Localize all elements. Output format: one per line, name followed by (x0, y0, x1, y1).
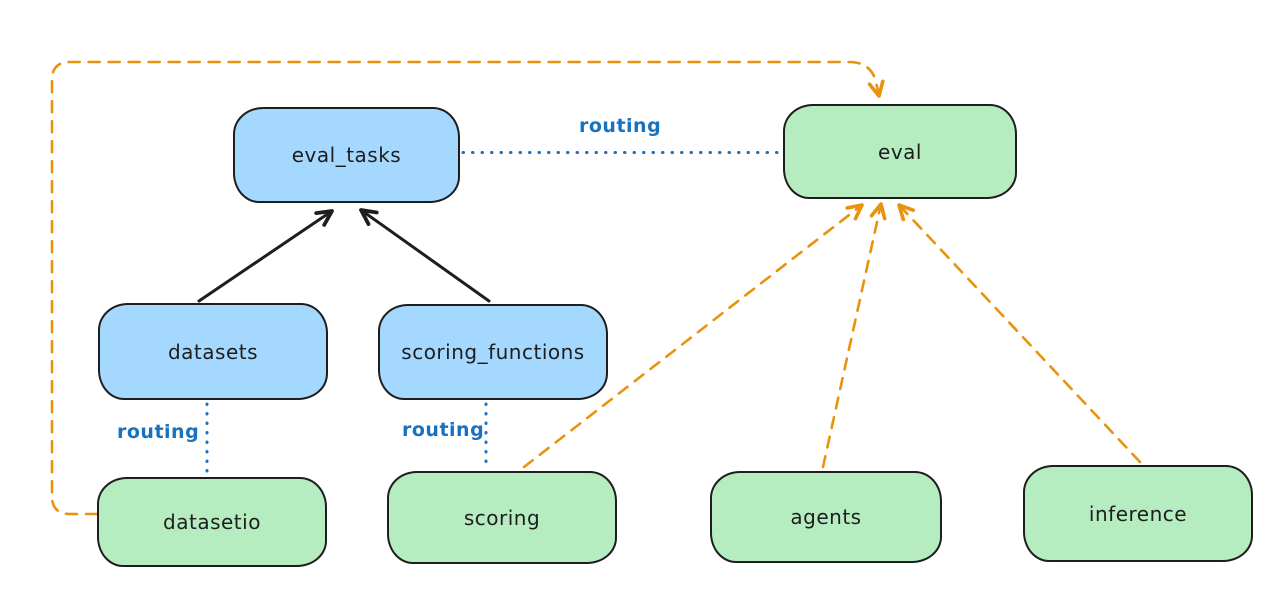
node-inference: inference (1023, 465, 1253, 562)
node-datasets-label: datasets (167, 339, 259, 364)
edge-scoring-functions-to-eval-tasks (359, 208, 491, 303)
node-eval-tasks-label: eval_tasks (291, 143, 402, 167)
routing-label-datasets-datasetio: routing (117, 421, 200, 443)
node-datasetio: datasetio (97, 477, 327, 567)
node-eval: eval (783, 104, 1017, 199)
node-scoring-label: scoring (463, 505, 541, 530)
edge-datasets-to-eval-tasks (197, 209, 334, 303)
edge-agents-to-eval (821, 202, 887, 469)
edge-datasetio-to-eval-loop (50, 60, 885, 516)
node-datasets: datasets (98, 303, 328, 400)
node-eval-tasks: eval_tasks (233, 107, 460, 203)
node-eval-label: eval (878, 139, 922, 164)
node-inference-label: inference (1088, 501, 1188, 526)
routing-label-scoring-functions-scoring: routing (402, 419, 485, 441)
routing-label-eval-tasks-eval: routing (579, 115, 662, 137)
node-datasetio-label: datasetio (163, 510, 261, 534)
node-scoring: scoring (387, 471, 617, 564)
edge-inference-to-eval (897, 203, 1142, 464)
node-agents-label: agents (790, 505, 862, 529)
node-scoring-functions-label: scoring_functions (401, 340, 585, 364)
node-agents: agents (710, 471, 942, 563)
node-scoring-functions: scoring_functions (378, 304, 608, 400)
